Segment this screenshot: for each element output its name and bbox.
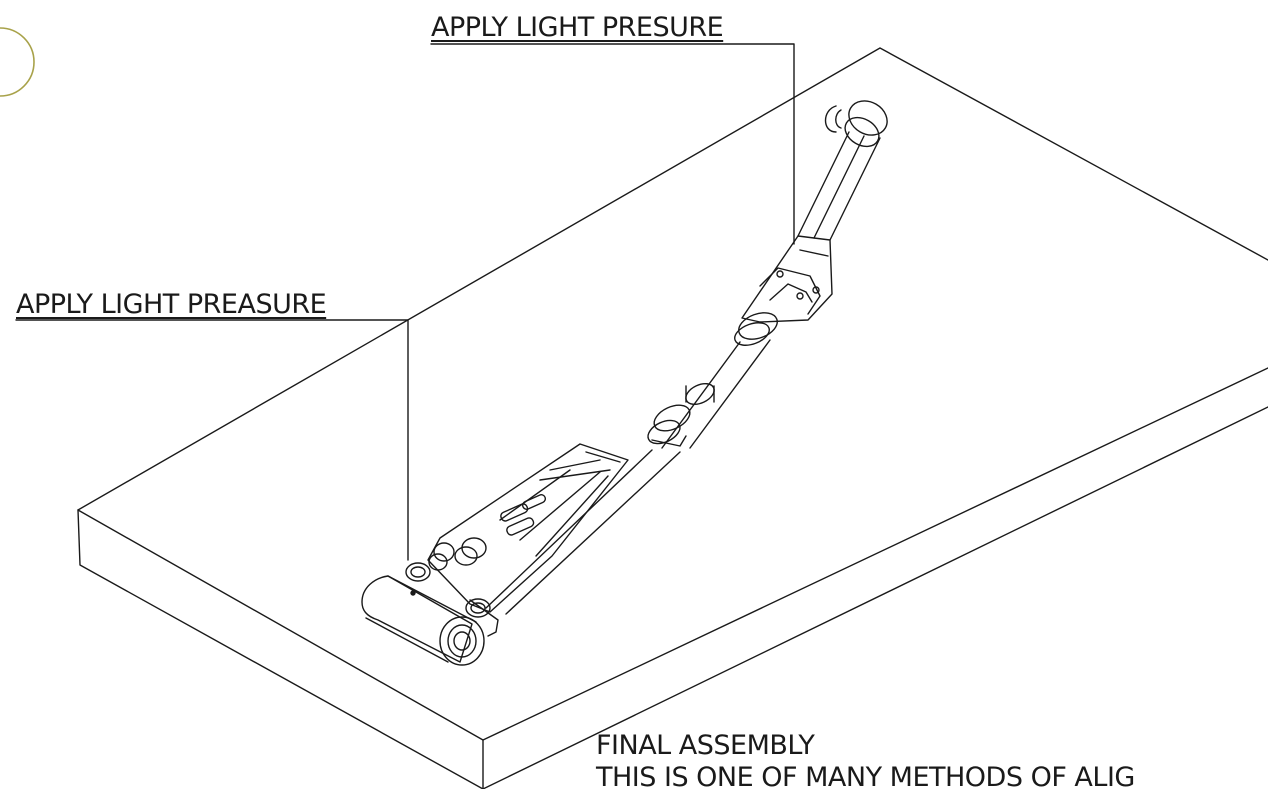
note-title: FINAL ASSEMBLY — [596, 730, 815, 761]
callout-apply-light-pressure-left: APPLY LIGHT PREASURE — [16, 289, 327, 320]
work-board — [77, 47, 1268, 789]
note-body: THIS IS ONE OF MANY METHODS OF ALIG — [596, 762, 1135, 793]
step-badge — [0, 27, 35, 97]
callout-apply-light-pressure-top: APPLY LIGHT PRESURE — [431, 12, 724, 43]
leader-line-left — [15, 319, 409, 561]
arm-assembly — [361, 100, 888, 666]
leader-line-top — [430, 43, 795, 245]
